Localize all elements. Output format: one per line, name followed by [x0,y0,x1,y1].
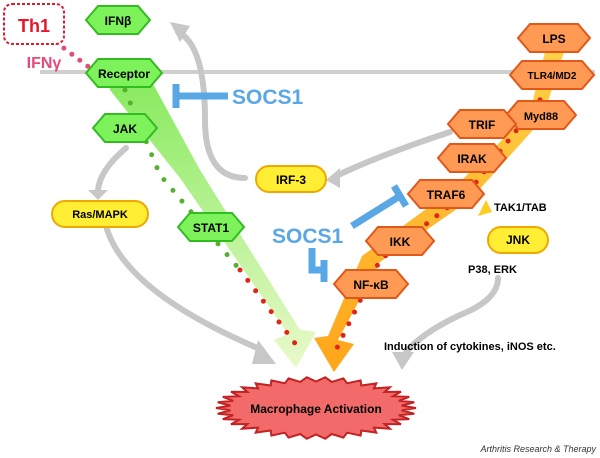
irak-label: IRAK [457,152,487,166]
ras-mapk-label: Ras/MAPK [72,209,128,221]
arrowhead-ifnb [170,22,190,42]
stat1-label: STAT1 [193,221,230,235]
credit-label: Arthritis Research & Therapy [479,444,596,454]
arrowhead-irf3 [326,168,340,188]
jnk-label: JNK [506,233,530,247]
th1-label: Th1 [18,16,50,36]
jak-label: JAK [113,122,137,136]
socs1-nfkb-line [308,248,324,274]
ifnb-label: IFNβ [105,14,132,28]
traf6-label: TRAF6 [427,188,466,202]
socs1-traf6-line [350,193,402,229]
lps-node [516,23,592,53]
ras-mapk-node [51,200,149,228]
socs1-bottom-label: SOCS1 [272,225,344,248]
traf6-node [406,179,486,209]
macrophage-activation-label: Macrophage Activation [250,402,382,416]
ifn-gamma-label: IFNγ [27,55,62,72]
p38-erk-label: P38, ERK [468,264,517,276]
stat1-node [176,212,246,242]
arrow-irf3-to-ifnb [175,29,248,181]
irf3-node [255,165,327,193]
arrow-erk-to-macrophage [401,275,501,358]
jak-node [91,113,159,143]
receptor-node [84,58,164,88]
arrowhead-macrophage-left [252,340,276,364]
tlr4-md2-node [508,60,596,90]
trif-label: TRIF [469,118,496,132]
irf3-label: IRF-3 [276,173,306,187]
tak1-tab-label: TAK1/TAB [494,202,547,214]
red-dots-left [237,267,303,353]
receptor-label: Receptor [98,67,150,81]
th1-box [3,3,65,45]
nfkb-label: NF-κB [353,278,389,292]
nfkb-node [332,269,410,299]
arrow-jak-to-ras [95,145,129,193]
lps-label: LPS [542,32,565,46]
myd88-label: Myd88 [524,111,558,123]
tlr4-md2-label: TLR4/MD2 [528,71,577,82]
ifnb-node [84,5,152,35]
ikk-label: IKK [390,235,411,249]
trif-node [446,109,518,139]
socs1-top-label: SOCS1 [232,86,304,109]
arrowhead-macrophage-right [392,352,414,370]
macrophage-activation-shape [215,376,417,440]
induction-label: Induction of cytokines, iNOS etc. [384,341,556,353]
arrow-trif-to-irf3 [333,129,453,179]
tak1-marker [478,200,492,216]
arrowhead-ras [88,190,108,200]
cell-membrane [40,70,595,74]
jnk-node [487,226,549,254]
irak-node [436,143,508,173]
ikk-node [364,226,436,256]
socs1-traf6-bar [390,184,410,208]
red-dots-right [333,97,543,353]
arrow-ras-to-macrophage [102,219,265,353]
